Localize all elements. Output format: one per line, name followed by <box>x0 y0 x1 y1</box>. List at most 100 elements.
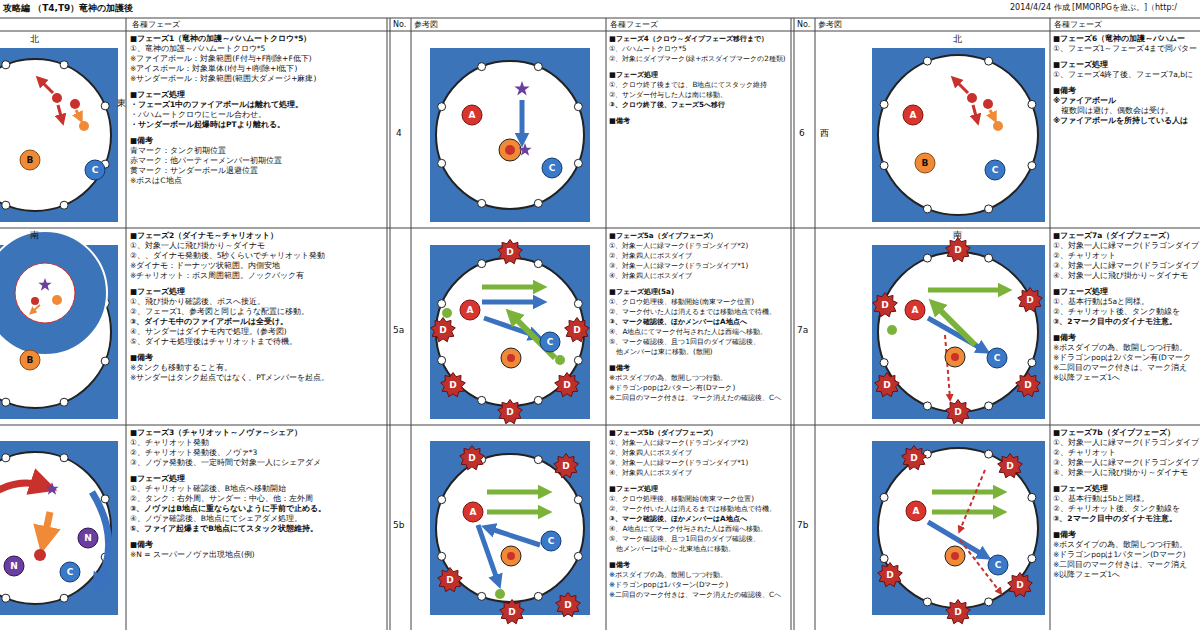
phase-text: ■フェーズ5a（ダイブフェーズ） <box>609 231 789 241</box>
marker-letter: D <box>945 399 971 425</box>
phase-text: ※以降フェーズ1へ <box>1053 570 1198 580</box>
phase-text: ①、飛び掛かり確認後、ボスへ接近。 <box>130 297 384 307</box>
phase-text: ④、サンダーはダイナモ内で処理。(参考図) <box>130 327 384 337</box>
marker-letter: A <box>904 299 926 321</box>
dragon-marker: D <box>554 372 580 398</box>
phase-text: ①、対象一人に緑マーク(ドラゴンダイブ <box>1053 241 1198 251</box>
table-label: 7b <box>797 520 808 531</box>
position-marker: A <box>461 104 483 126</box>
marker-letter: D <box>459 445 485 471</box>
dragon-marker: D <box>1007 572 1033 598</box>
phase-text: ③、ノヴァはB地点に重ならないように手前で止める。 <box>130 504 384 514</box>
phase-text: ②、サンダー付与した人は南に移動。 <box>609 90 789 100</box>
phase-text: ・サンダーボール起爆時はPTより離れる。 <box>130 120 384 130</box>
phase-text: 他メンバーは中心～北東地点に移動。 <box>609 544 789 554</box>
dragon-marker: D <box>945 599 971 625</box>
phase-cell: ■フェーズ7b（ダイブフェーズ）①、対象一人に緑マーク(ドラゴンダイブ②、チャリ… <box>1051 427 1200 629</box>
marker-letter: B <box>19 349 41 371</box>
phase-text: ■備考 <box>609 116 789 126</box>
column-header: 参考図 <box>414 20 438 30</box>
table-label: 5b <box>393 520 404 531</box>
phase-text: ※ボスダイブの為、散開しつつ行動。 <box>609 373 789 383</box>
phase-text: ■備考 <box>609 560 789 570</box>
phase-text: ※サンダーはタンク起点ではなく、PTメンバーを起点。 <box>130 373 384 383</box>
marker-letter: D <box>945 237 971 263</box>
phase-text: ※二回目のマーク付きは、マーク消えたの確認後、Cへ <box>609 393 789 403</box>
phase-text: ①、竜神の加護～バハムートクロウ*5 <box>130 44 384 54</box>
marker-letter: C <box>84 159 106 181</box>
dragon-marker: D <box>1017 287 1043 313</box>
phase-cell: ■フェーズ6（竜神の加護～バハムー①、フェーズ1～フェーズ4まで同パター■フェー… <box>1051 33 1200 227</box>
marker-letter: D <box>497 239 523 265</box>
phase-text: ※ボスダイブの為、散開しつつ行動。 <box>609 570 789 580</box>
position-marker: C <box>984 159 1006 181</box>
table-label: 4 <box>396 128 402 139</box>
phase-text: ⑤、ダイナモ処理後はチャリオットまで待機。 <box>130 337 384 347</box>
column-header: 各種フェーズ <box>132 20 180 30</box>
phase-text: ■フェーズ処理 <box>130 90 384 100</box>
phase-text: ■フェーズ処理(5a) <box>609 287 789 297</box>
phase-text: ■フェーズ処理 <box>609 70 789 80</box>
dragon-marker: D <box>997 453 1023 479</box>
position-marker: C <box>84 159 106 181</box>
phase-text: ※アイスボール：対象単体(I付与+I削除+I低下) <box>130 64 384 74</box>
phase-text: ①、チャリオット確認後、B地点へ移動開始 <box>130 484 384 494</box>
phase-text: ⑤、マーク確認後、且つ1回目のダイブ確認後、 <box>609 534 789 544</box>
marker-letter: A <box>459 299 481 321</box>
phase-text: ②、マーク付いた人は消えるまでは移動地点で待機。 <box>609 504 789 514</box>
phase-text: ③、対象一人に緑マーク(ドラゴンダイブ*1) <box>609 261 789 271</box>
phase-text: ④、対象四人にボスダイブ <box>609 468 789 478</box>
marker-letter: C <box>987 554 1009 576</box>
phase-text: ④、対象四人にボスダイブ <box>609 271 789 281</box>
phase-text: ③、マーク確認後、ほかメンバーはA地点へ <box>609 514 789 524</box>
phase-text: ②、チャリオット後、タンク動線を <box>1053 307 1198 317</box>
marker-letter: D <box>1015 372 1041 398</box>
phase-text: ①、フェーズ1～フェーズ4まで同パター <box>1053 44 1198 54</box>
marker-letter: D <box>1017 287 1043 313</box>
phase-text: ■フェーズ処理 <box>1053 287 1198 297</box>
phase-text: ①、対象一人に緑マーク(ドラゴンダイブ*2) <box>609 241 789 251</box>
table-label: 西 <box>820 128 829 139</box>
phase-text: ②、マーク付いた人は消えるまでは移動地点で待機。 <box>609 307 789 317</box>
phase-text: ③、クロウ終了後、フェーズ5へ移行 <box>609 100 789 110</box>
phase-text: ②、チャリオット後、タンク動線を <box>1053 504 1198 514</box>
phase-text: ②、対象四人にボスダイブ <box>609 448 789 458</box>
phase-text: ⑤、マーク確認後、且つ1回目のダイブ確認後、 <box>609 337 789 347</box>
dragon-marker: D <box>872 292 898 318</box>
phase-text: ②、チャリオット <box>1053 251 1198 261</box>
marker-letter: N <box>3 555 25 577</box>
marker-letter: D <box>874 372 900 398</box>
phase-text: 黄マーク：サンダーボール退避位置 <box>130 166 384 176</box>
phase-text: ■備考 <box>130 353 384 363</box>
marker-letter: N <box>77 527 99 549</box>
position-marker: A <box>902 104 924 126</box>
phase-text: ※ファイアボール：対象範囲(F付与+F削除+F低下) <box>130 54 384 64</box>
dragon-marker: D <box>440 372 466 398</box>
marker-letter: C <box>986 347 1008 369</box>
column-header: No. <box>393 20 406 30</box>
dragon-marker: D <box>945 237 971 263</box>
marker-letter: D <box>555 592 581 618</box>
position-marker: C <box>59 561 81 583</box>
table-label: 7a <box>797 325 808 336</box>
phase-text: ※チャリオット：ボス周囲範囲。ノックバック有 <box>130 271 384 281</box>
marker-letter: D <box>997 453 1023 479</box>
phase-text: ※二回目のマーク付きは、マーク消えたの確認後、Cへ <box>609 590 789 600</box>
phase-text: ①、対象一人に飛び掛かり～ダイナモ <box>130 241 384 251</box>
marker-letter: A <box>462 501 484 523</box>
dragon-marker: D <box>877 562 903 588</box>
marker-letter: D <box>440 372 466 398</box>
phase-text: ※ドラゴンpopは1パターン(Dマーク) <box>609 580 789 590</box>
phase-text: ※ボスはC地点 <box>130 176 384 186</box>
dragon-marker: D <box>459 445 485 471</box>
dragon-marker: D <box>564 317 590 343</box>
marker-letter: A <box>902 104 924 126</box>
marker-letter: C <box>984 159 1006 181</box>
phase-text: ①、対象一人に緑マーク(ドラゴンダイブ*2) <box>609 438 789 448</box>
position-marker: C <box>540 530 562 552</box>
marker-letter: D <box>872 292 898 318</box>
position-marker: A <box>904 299 926 321</box>
position-marker: B <box>19 149 41 171</box>
phase-text: ①、フェーズ4終了後、フェーズ7a,bに <box>1053 70 1198 80</box>
marker-letter: D <box>1007 572 1033 598</box>
